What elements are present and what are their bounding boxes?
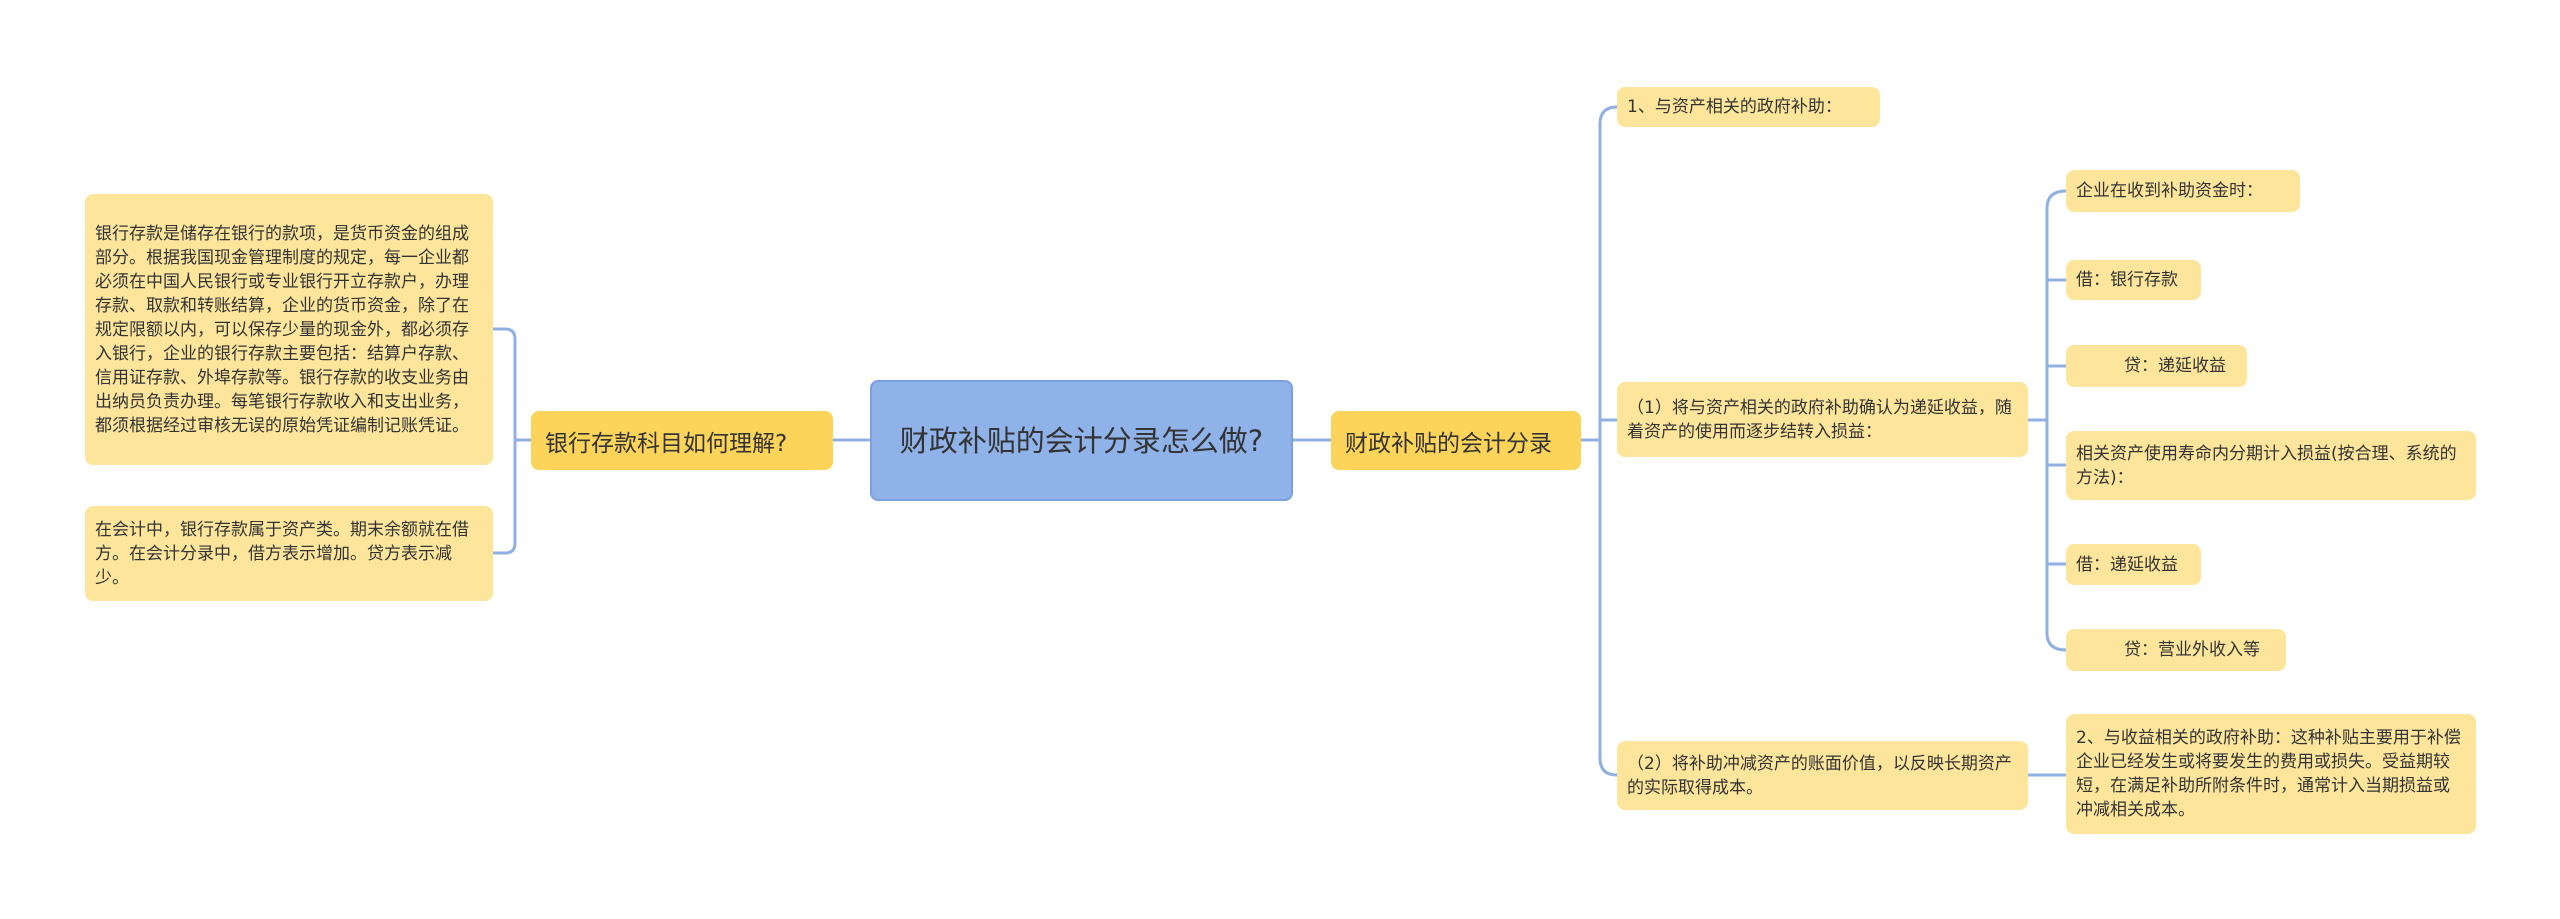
item2-child-5[interactable]: 借：递延收益 (2066, 544, 2201, 585)
right-item-2[interactable]: （1）将与资产相关的政府补助确认为递延收益，随着资产的使用而逐步结转入损益： (1617, 382, 2028, 457)
left-leaf-2[interactable]: 在会计中，银行存款属于资产类。期末余额就在借方。在会计分录中，借方表示增加。贷方… (85, 506, 493, 601)
item2-child-6[interactable]: 贷：营业外收入等 (2066, 629, 2286, 671)
item2-child-5-text: 借：递延收益 (2076, 554, 2178, 575)
right-branch-label[interactable]: 财政补贴的会计分录 (1331, 411, 1581, 470)
item2-child-2[interactable]: 借：银行存款 (2066, 260, 2201, 300)
left-leaf-1-text: 银行存款是储存在银行的款项，是货币资金的组成部分。根据我国现金管理制度的规定，每… (95, 223, 469, 436)
link-item2-bracket (2028, 189, 2067, 652)
left-branch-label[interactable]: 银行存款科目如何理解? (531, 411, 833, 470)
left-leaf-2-text: 在会计中，银行存款属于资产类。期末余额就在借方。在会计分录中，借方表示增加。贷方… (95, 519, 469, 588)
item2-child-2-text: 借：银行存款 (2076, 270, 2178, 290)
central-topic-text: 财政补贴的会计分录怎么做? (899, 423, 1264, 458)
item2-child-1-text: 企业在收到补助资金时： (2076, 181, 2263, 201)
right-item-2-text: （1）将与资产相关的政府补助确认为递延收益，随着资产的使用而逐步结转入损益： (1627, 397, 2012, 442)
item2-child-6-text: 贷：营业外收入等 (2124, 640, 2260, 660)
left-branch-text: 银行存款科目如何理解? (545, 430, 788, 457)
left-leaf-1[interactable]: 银行存款是储存在银行的款项，是货币资金的组成部分。根据我国现金管理制度的规定，每… (85, 194, 493, 465)
item3-child[interactable]: 2、与收益相关的政府补助：这种补贴主要用于补偿企业已经发生或将要发生的费用或损失… (2066, 714, 2476, 834)
link-left-bracket (493, 327, 531, 555)
item2-child-1[interactable]: 企业在收到补助资金时： (2066, 170, 2300, 212)
link-right-bracket (1581, 105, 1618, 777)
item2-child-4-text: 相关资产使用寿命内分期计入损益(按合理、系统的方法)： (2076, 443, 2457, 488)
right-branch-text: 财政补贴的会计分录 (1345, 430, 1552, 457)
central-topic[interactable]: 财政补贴的会计分录怎么做? (870, 380, 1293, 501)
right-item-1-text: 1、与资产相关的政府补助： (1627, 97, 1842, 117)
item2-child-3[interactable]: 贷：递延收益 (2066, 345, 2247, 387)
right-item-3[interactable]: （2）将补助冲减资产的账面价值，以反映长期资产的实际取得成本。 (1617, 741, 2028, 810)
right-item-1[interactable]: 1、与资产相关的政府补助： (1617, 87, 1880, 127)
item2-child-4[interactable]: 相关资产使用寿命内分期计入损益(按合理、系统的方法)： (2066, 431, 2476, 500)
right-item-3-text: （2）将补助冲减资产的账面价值，以反映长期资产的实际取得成本。 (1627, 753, 2012, 798)
item3-child-text: 2、与收益相关的政府补助：这种补贴主要用于补偿企业已经发生或将要发生的费用或损失… (2076, 728, 2461, 820)
item2-child-3-text: 贷：递延收益 (2124, 356, 2226, 376)
